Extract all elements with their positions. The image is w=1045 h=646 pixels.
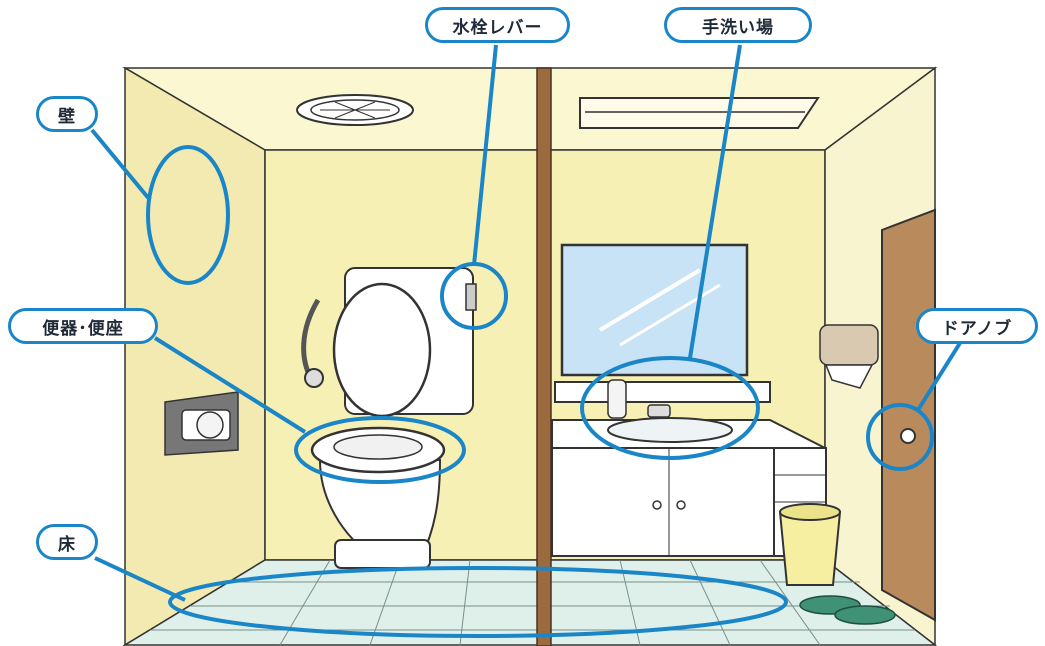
sink-vanity bbox=[551, 379, 827, 557]
label-toilet-seat: 便器･便座 bbox=[8, 308, 158, 344]
callout-markers bbox=[90, 44, 962, 638]
toilet-paper-holder bbox=[164, 391, 239, 456]
label-floor: 床 bbox=[36, 524, 98, 560]
label-door-knob: ドアノブ bbox=[916, 308, 1038, 344]
hand-wash-marker bbox=[580, 356, 760, 460]
label-wall: 壁 bbox=[36, 96, 98, 132]
toilet bbox=[301, 267, 477, 569]
paper-towel-dispenser bbox=[819, 324, 879, 389]
floor-marker bbox=[168, 566, 788, 638]
door-knob-marker bbox=[866, 403, 934, 471]
toilet-seat-marker bbox=[294, 416, 466, 484]
ceiling-fan-vent bbox=[296, 94, 414, 126]
slippers bbox=[799, 595, 896, 625]
door bbox=[881, 208, 936, 622]
label-hand-wash: 手洗い場 bbox=[664, 7, 812, 43]
ceiling-light bbox=[579, 97, 820, 129]
label-faucet-lever: 水栓レバー bbox=[425, 7, 570, 43]
trash-can bbox=[778, 503, 842, 586]
wall-marker bbox=[146, 145, 230, 285]
mirror bbox=[560, 243, 749, 377]
partition-wall bbox=[536, 67, 552, 646]
